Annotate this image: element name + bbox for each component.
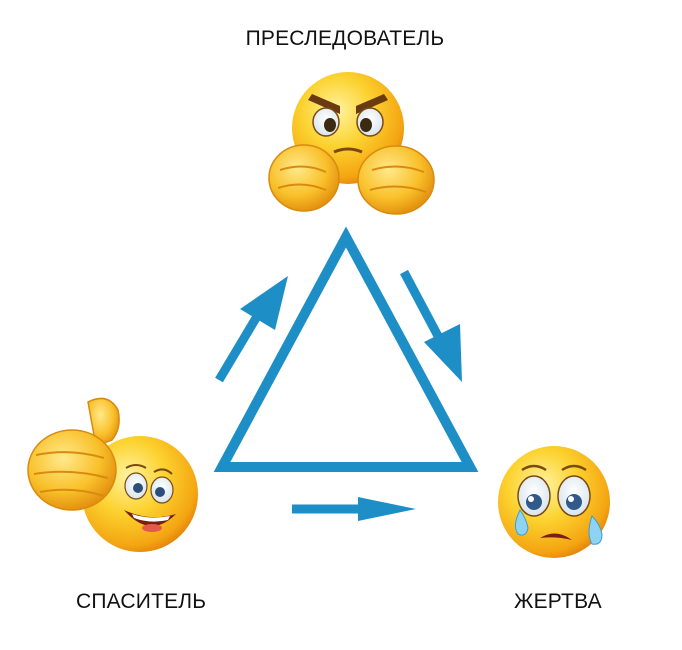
thumbs-up-smiling-emoji-icon xyxy=(27,397,198,552)
crying-emoji-icon xyxy=(498,446,610,558)
drama-triangle xyxy=(213,226,479,472)
persecutor-label: ПРЕСЛЕДОВАТЕЛЬ xyxy=(245,27,445,50)
rescuer-label: СПАСИТЕЛЬ xyxy=(76,590,207,613)
arrow-persecutor-to-victim xyxy=(400,269,462,382)
arrow-rescuer-to-persecutor xyxy=(215,276,288,383)
arrow-rescuer-to-victim xyxy=(292,497,416,521)
angry-boxing-emoji-icon xyxy=(268,72,435,215)
victim-label: ЖЕРТВА xyxy=(514,590,602,613)
